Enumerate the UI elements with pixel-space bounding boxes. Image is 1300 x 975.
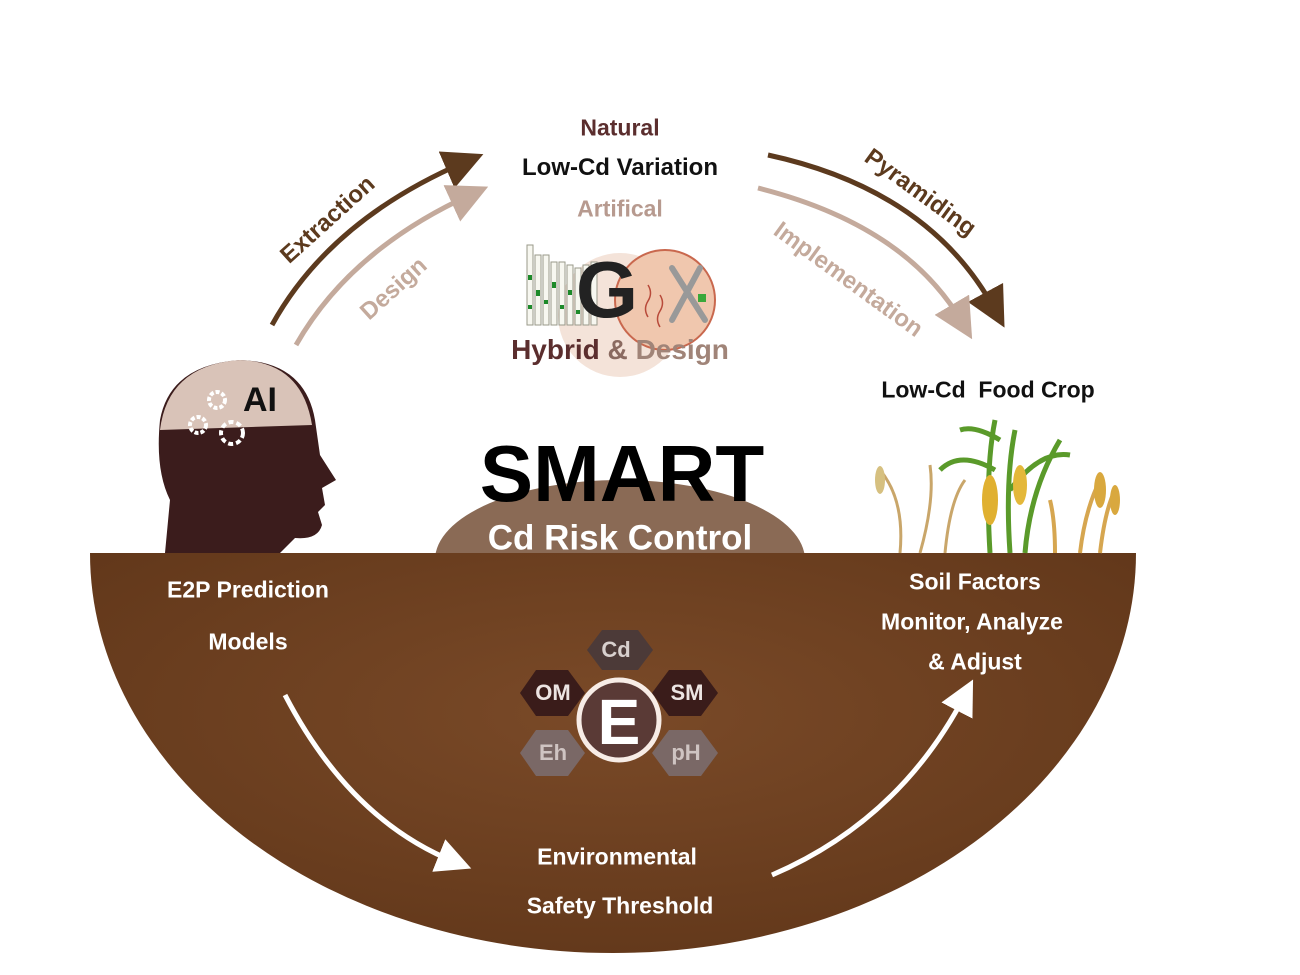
artificial-label: Artifical <box>577 195 663 222</box>
extraction-arrow <box>269 151 484 327</box>
soil-factors-line2: Monitor, Analyze <box>881 608 1063 635</box>
hex-cd <box>587 630 653 670</box>
soil-factor-hexagons <box>520 630 718 776</box>
e2p-label-line2: Models <box>208 628 288 655</box>
hex-eh-label: Eh <box>538 740 568 765</box>
models-to-threshold-arrow <box>282 693 472 872</box>
hex-center-ring <box>576 677 662 763</box>
go-letter: G <box>575 245 639 334</box>
pyramiding-arrow <box>767 152 1005 328</box>
hybrid-design-label: Hybrid & Design <box>511 336 729 364</box>
hex-cd-label: Cd <box>601 637 631 662</box>
chromosome-icon <box>669 265 708 323</box>
food-crop-icon <box>875 419 1120 554</box>
hex-sm-label: SM <box>670 680 704 705</box>
threshold-to-soil-arrow <box>771 679 974 878</box>
hex-eh <box>520 730 585 776</box>
threshold-line2: Safety Threshold <box>526 892 714 919</box>
threshold-line1: Environmental <box>537 843 697 870</box>
crop-label: Low-Cd Food Crop <box>881 376 1095 403</box>
go-logo <box>526 244 716 377</box>
ai-label: AI <box>243 381 277 419</box>
soil-factors-line3: & Adjust <box>928 648 1022 675</box>
ai-head-icon <box>158 360 336 553</box>
natural-label: Natural <box>580 114 660 141</box>
hex-ph-label: pH <box>671 740 701 765</box>
hex-ph <box>652 730 718 776</box>
hex-om <box>520 670 585 716</box>
hybrid-word: Hybrid <box>511 334 600 365</box>
variation-label: Low-Cd Variation <box>521 154 719 181</box>
implementation-arrow <box>757 185 973 340</box>
amp-word: & <box>607 334 628 365</box>
design-arrow <box>293 185 489 347</box>
cd-risk-control-label: Cd Risk Control <box>487 518 753 558</box>
design-word: Design <box>635 334 729 365</box>
smart-title: SMART <box>479 429 765 518</box>
hex-sm <box>652 670 718 716</box>
hex-center-label: E <box>597 686 641 758</box>
soil-factors-line1: Soil Factors <box>909 568 1041 595</box>
e2p-label-line1: E2P Prediction <box>167 576 329 603</box>
hex-om-label: OM <box>535 680 571 705</box>
gears-icon <box>188 390 245 446</box>
